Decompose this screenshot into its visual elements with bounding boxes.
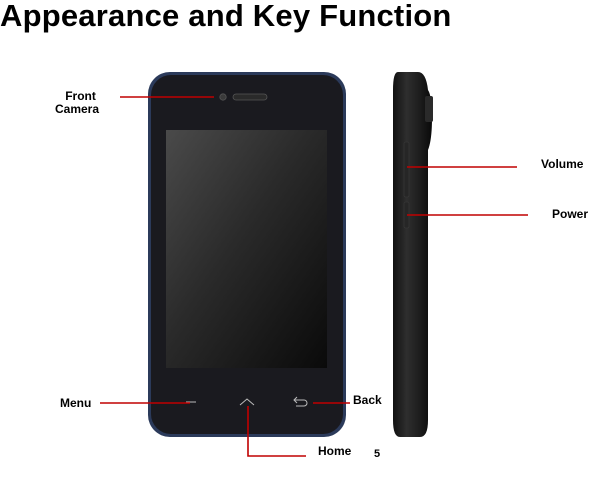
front-camera-icon — [219, 93, 227, 101]
phone-front — [148, 72, 346, 437]
page-number: 5 — [374, 448, 381, 460]
front-camera-label-line1: Front — [65, 89, 96, 103]
home-key-icon — [239, 398, 255, 406]
home-label: Home — [318, 444, 352, 458]
side-camera-bump — [425, 96, 433, 122]
back-key-icon — [293, 396, 308, 407]
back-label: Back — [353, 393, 382, 407]
home-callout-line — [247, 406, 306, 457]
phone-side-body — [393, 72, 432, 437]
menu-label: Menu — [60, 396, 92, 410]
volume-label: Volume — [541, 157, 584, 171]
phone-side — [393, 72, 433, 437]
earpiece-speaker — [232, 93, 268, 101]
front-camera-label: Front Camera — [55, 89, 99, 116]
page-title: Appearance and Key Function — [0, 0, 452, 33]
phone-screen — [166, 130, 327, 368]
front-camera-label-line2: Camera — [55, 102, 100, 116]
power-label: Power — [552, 207, 589, 221]
volume-button — [403, 141, 410, 198]
